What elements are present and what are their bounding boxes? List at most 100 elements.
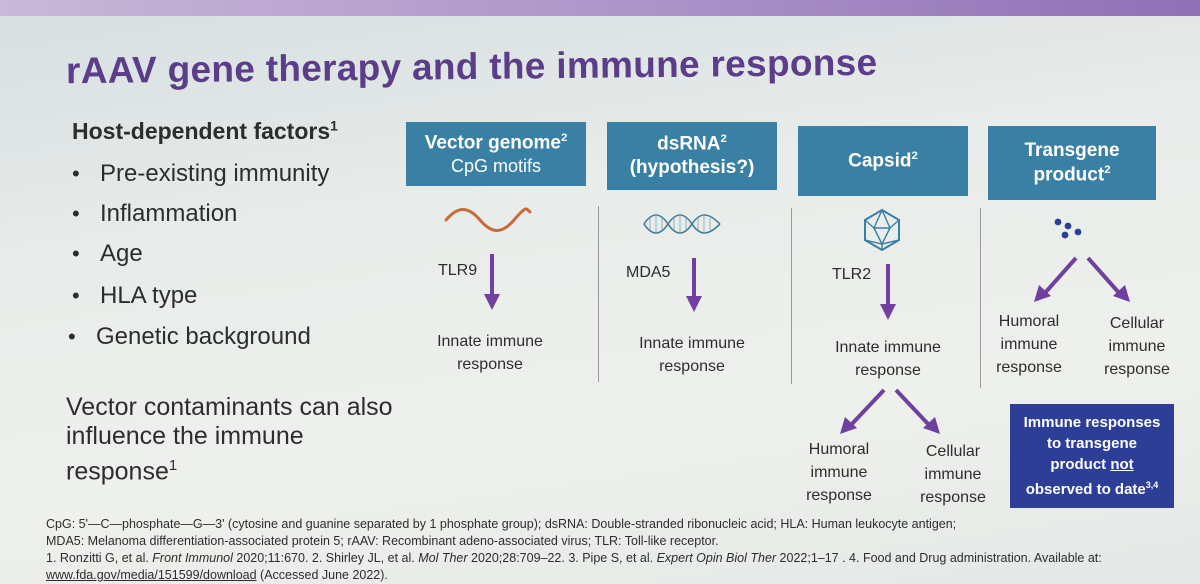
- double-helix-icon: [643, 214, 721, 234]
- arrow-down-icon: [484, 254, 500, 310]
- bullet-icon: •: [72, 161, 80, 186]
- note-line: Immune responses: [1023, 414, 1161, 431]
- header-subtitle: CpG motifs: [450, 155, 542, 176]
- response-line: response: [457, 356, 523, 373]
- response-line: Innate immune: [639, 335, 745, 352]
- host-dependent-heading: Host-dependent factors1: [72, 118, 338, 145]
- ref-text: 2020;11:670. 2. Shirley JL, et al.: [232, 551, 419, 565]
- header-title: dsRNA: [657, 133, 721, 155]
- ref-text: 2022;1–17 . 4. Food and Drug administrat…: [776, 551, 1102, 565]
- response-line: response: [1104, 361, 1170, 378]
- header-sup: 2: [911, 149, 918, 162]
- response-line: immune: [1108, 338, 1166, 355]
- factor-item: • Genetic background: [68, 323, 311, 351]
- response-line: Humoral: [808, 441, 870, 458]
- fda-link[interactable]: www.fda.gov/media/151599/download: [46, 568, 257, 582]
- header-capsid: Capsid2: [798, 126, 968, 196]
- contaminants-note: Vector contaminants can also influence t…: [66, 393, 396, 486]
- branch-arrows-icon: [1034, 256, 1130, 302]
- note-emphasis: not: [1110, 456, 1134, 473]
- factor-label: Genetic background: [96, 323, 311, 350]
- host-dependent-sup: 1: [330, 118, 338, 134]
- bullet-icon: •: [72, 201, 80, 226]
- transgene-humoral-response: Humoral immune response: [986, 310, 1072, 379]
- header-subtitle: product: [1033, 164, 1105, 186]
- response-line: immune: [1000, 336, 1058, 353]
- innate-response-dsrna: Innate immune response: [622, 332, 762, 378]
- header-title: Vector genome: [424, 132, 561, 154]
- note-text: product: [1050, 456, 1111, 473]
- factor-label: Age: [100, 240, 143, 267]
- slide-title: rAAV gene therapy and the immune respons…: [65, 41, 878, 92]
- response-line: response: [659, 358, 725, 375]
- innate-response-vector: Innate immune response: [420, 330, 560, 376]
- transgene-cellular-response: Cellular immune response: [1094, 312, 1180, 381]
- transgene-note-box: Immune responses to transgene product no…: [1010, 404, 1174, 508]
- innate-response-capsid: Innate immune response: [818, 336, 958, 382]
- response-line: Humoral: [998, 313, 1060, 330]
- wave-icon: [444, 207, 532, 232]
- bullet-icon: •: [72, 283, 80, 308]
- note-text: observed to date: [1025, 481, 1146, 498]
- arrow-down-icon: [880, 264, 896, 320]
- footnote-references: 1. Ronzitti G, et al. Front Immunol 2020…: [46, 551, 1102, 565]
- column-divider: [598, 206, 599, 382]
- note-line: to transgene: [1046, 435, 1137, 452]
- receptor-label: TLR2: [832, 266, 872, 283]
- ref-text: 2020;28:709–22. 3. Pipe S, et al.: [467, 551, 657, 565]
- response-line: Cellular: [925, 443, 981, 460]
- factor-item: • Inflammation: [72, 200, 237, 228]
- bullet-icon: •: [72, 241, 80, 266]
- ref-text: (Accessed June 2022).: [256, 568, 388, 582]
- arrow-down-icon: [686, 258, 702, 312]
- branch-arrows-icon: [840, 388, 940, 434]
- factor-item: • HLA type: [72, 282, 197, 310]
- ref-journal: Mol Ther: [418, 551, 468, 565]
- dots-icon: [1054, 218, 1082, 239]
- header-vector-genome: Vector genome2 CpG motifs: [406, 122, 586, 186]
- header-title: Capsid: [848, 150, 912, 172]
- capsid-humoral-response: Humoral immune response: [796, 438, 882, 507]
- header-sup: 2: [560, 131, 568, 144]
- bullet-icon: •: [68, 324, 76, 349]
- header-subtitle: (hypothesis?): [629, 157, 755, 179]
- factor-label: HLA type: [100, 282, 198, 309]
- factor-label: Pre-existing immunity: [100, 160, 330, 187]
- response-line: response: [996, 359, 1062, 376]
- header-transgene: Transgene product2: [988, 126, 1156, 200]
- capsid-cellular-response: Cellular immune response: [910, 440, 996, 509]
- note-sup: 3,4: [1145, 480, 1159, 490]
- factor-label: Inflammation: [100, 200, 238, 227]
- header-dsrna: dsRNA2 (hypothesis?): [607, 122, 777, 190]
- response-line: Innate immune: [437, 333, 543, 350]
- header-sup: 2: [720, 133, 727, 146]
- contaminants-sup: 1: [168, 457, 178, 474]
- note-line: observed to date3,4: [1010, 475, 1174, 500]
- response-line: immune: [810, 464, 868, 481]
- response-line: Innate immune: [835, 339, 941, 356]
- ref-journal: Front Immunol: [152, 551, 233, 565]
- column-divider: [791, 208, 792, 384]
- note-line: product not: [1010, 454, 1174, 475]
- header-sup: 2: [1104, 163, 1111, 176]
- receptor-label: MDA5: [626, 264, 671, 281]
- host-dependent-heading-text: Host-dependent factors: [72, 118, 331, 144]
- top-accent-bar: [0, 0, 1200, 16]
- response-line: response: [806, 487, 872, 504]
- receptor-label: TLR9: [438, 262, 478, 279]
- footnote-line: MDA5: Melanoma differentiation-associate…: [46, 534, 719, 548]
- footnote-line: CpG: 5'—C—phosphate—G—3' (cytosine and g…: [46, 517, 957, 531]
- response-line: response: [855, 362, 921, 379]
- response-line: Cellular: [1109, 315, 1165, 332]
- response-line: immune: [924, 466, 982, 483]
- ref-text: 1. Ronzitti G, et al.: [46, 551, 153, 565]
- ref-journal: Expert Opin Biol Ther: [656, 551, 777, 565]
- footnote-url-line: www.fda.gov/media/151599/download (Acces…: [46, 568, 388, 582]
- header-title: Transgene: [1024, 140, 1120, 162]
- column-divider: [980, 208, 981, 388]
- response-line: response: [920, 489, 986, 506]
- factor-item: • Pre-existing immunity: [72, 160, 329, 188]
- factor-item: • Age: [72, 240, 143, 268]
- capsid-icon: [864, 208, 900, 252]
- contaminants-text: Vector contaminants can also influence t…: [66, 393, 393, 486]
